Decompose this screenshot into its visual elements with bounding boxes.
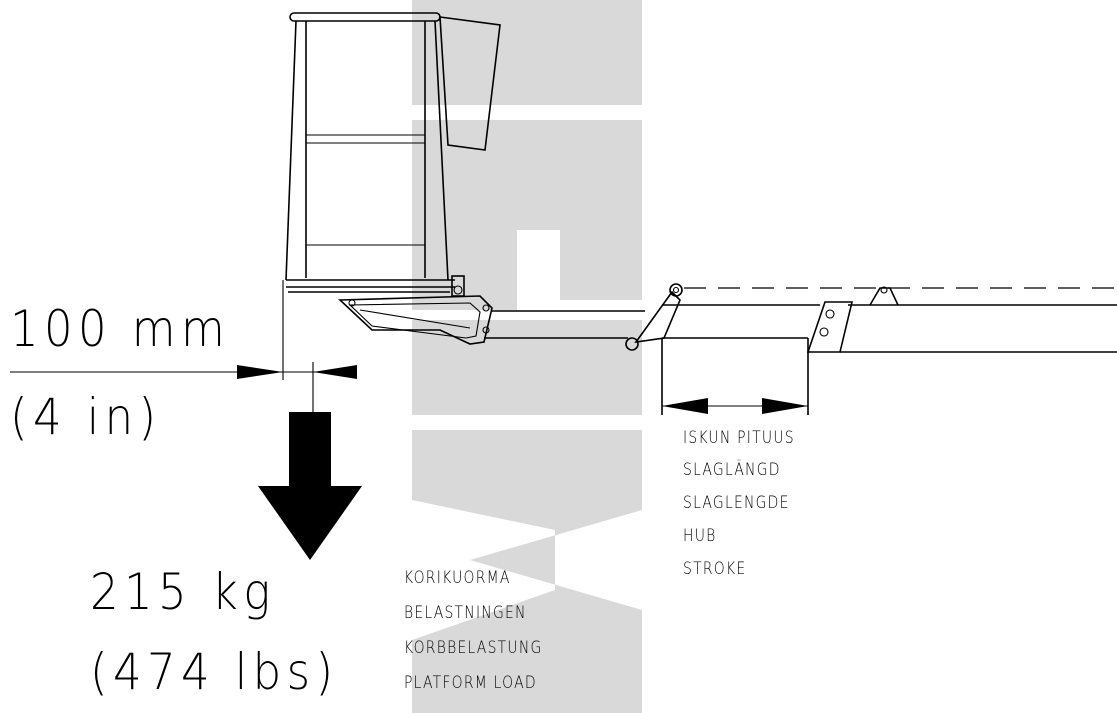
boom-arm: [484, 283, 1117, 415]
stroke-label: STROKE: [683, 559, 747, 579]
platform-basket: [285, 12, 501, 345]
load-label: PLATFORM LOAD: [404, 673, 537, 693]
load-label: KORIKUORMA: [404, 568, 511, 588]
stroke-dimension: [662, 398, 808, 414]
load-label: BELASTNINGEN: [404, 603, 527, 623]
load-arrow: [258, 412, 362, 560]
offset-metric-label: 100 mm: [10, 300, 231, 358]
stroke-label: SLAGLÄNGD: [683, 460, 781, 480]
offset-dimension: [10, 280, 357, 412]
stroke-label: HUB: [683, 526, 717, 546]
offset-imperial-label: (4 in): [10, 388, 162, 446]
stroke-label: SLAGLENGDE: [683, 493, 790, 513]
load-imperial-label: (474 lbs): [90, 643, 339, 701]
load-metric-label: 215 kg: [90, 563, 276, 621]
stroke-label: ISKUN PITUUS: [683, 428, 795, 448]
load-label: KORBBELASTUNG: [404, 638, 543, 658]
